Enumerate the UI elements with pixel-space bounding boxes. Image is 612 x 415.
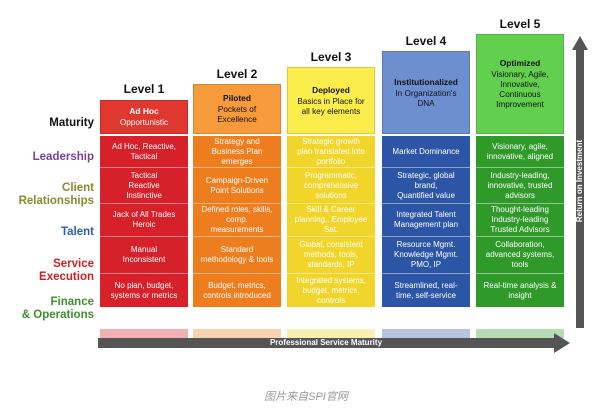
level-3-cell-5: Integrated systems, budget, metrics, con… — [287, 273, 375, 307]
cell-text: Ad Hoc, Reactive, Tactical — [111, 141, 177, 161]
level-3-cells: Strategic growth plan translated into po… — [287, 136, 375, 307]
cell-text: Thought-leading Industry-leading Trusted… — [490, 205, 550, 234]
level-1-cell-4: Manual Inconsistent — [100, 236, 188, 273]
level-5-cell-1: Visionary, agile, innovative, aligned — [476, 136, 564, 167]
level-1-title: Level 1 — [123, 82, 165, 96]
level-5-cell-3: Thought-leading Industry-leading Trusted… — [476, 203, 564, 236]
cell-text: Integrated Talent Management plan — [393, 210, 459, 229]
level-header-title: Optimized — [499, 58, 541, 68]
cell-text: Streamlined, real- time, self-service — [394, 280, 458, 300]
cell-text: Standard methodology & tools — [200, 245, 274, 264]
level-3-cell-1: Strategic growth plan translated into po… — [287, 136, 375, 167]
row-label-talent: Talent — [60, 226, 94, 238]
cell-text: Real-time analysis & insight — [483, 280, 557, 300]
cell-text: Resource Mgmt. Knowledge Mgmt. PMO, IP — [393, 240, 459, 269]
level-header-subtitle: Pockets of Excellence — [217, 105, 257, 124]
cell-text: Manual Inconsistent — [122, 245, 166, 264]
x-axis-label: Professional Service Maturity — [269, 338, 383, 347]
level-4-cell-4: Resource Mgmt. Knowledge Mgmt. PMO, IP — [382, 236, 470, 273]
row-label-leadership: Leadership — [32, 151, 94, 163]
level-4-cell-1: Market Dominance — [382, 136, 470, 167]
level-header-subtitle: Visionary, Agile, Innovative, Continuous… — [491, 70, 549, 109]
level-2-cell-2: Campaign-Driven Point Solutions — [193, 167, 281, 203]
level-5-cell-5: Real-time analysis & insight — [476, 273, 564, 307]
level-header-subtitle: Opportunistic — [119, 118, 169, 127]
level-3-title: Level 3 — [310, 50, 352, 64]
cell-text: Strategic growth plan translated into po… — [297, 136, 365, 166]
level-1-cell-5: No plan, budget, systems or metrics — [100, 273, 188, 307]
cell-text: Global, consistent methods, tools, stand… — [299, 240, 363, 269]
level-header-title: Piloted — [223, 93, 251, 103]
level-header-title: Ad Hoc — [129, 106, 159, 116]
level-4-title: Level 4 — [405, 34, 447, 48]
y-axis-arrow — [572, 36, 588, 328]
cell-text: Strategic, global brand, Quantified valu… — [397, 170, 455, 200]
cell-text: Market Dominance — [392, 146, 460, 156]
cell-text: Defined roles, skills, comp. measurement… — [201, 205, 273, 234]
image-caption: 图片来自SPI官网 — [264, 391, 348, 403]
cell-text: Budget, metrics, controls introduced — [203, 280, 271, 300]
level-5-cell-2: Industry-leading, innovative, trusted ad… — [476, 167, 564, 203]
level-1-cell-3: Jack of All Trades Heroic — [100, 203, 188, 236]
cell-text: Programmatic, comprehensive solutions — [303, 170, 359, 200]
cell-text: Visionary, agile, innovative, aligned — [486, 141, 554, 161]
level-header-subtitle: Basics in Place for all key elements — [297, 96, 365, 116]
level-2-title: Level 2 — [216, 67, 258, 81]
level-5-cell-4: Collaboration, advanced systems, tools — [476, 236, 564, 273]
level-3-cell-4: Global, consistent methods, tools, stand… — [287, 236, 375, 273]
level-1-cell-2: Tactical Reactive Instinctive — [100, 167, 188, 203]
level-5-title: Level 5 — [499, 17, 541, 31]
x-axis-arrow — [98, 333, 570, 353]
level-2-base — [193, 329, 281, 338]
row-label-maturity: Maturity — [49, 117, 94, 129]
level-2-cell-3: Defined roles, skills, comp. measurement… — [193, 203, 281, 236]
level-4-cell-3: Integrated Talent Management plan — [382, 203, 470, 236]
level-header-title: Institutionalized — [394, 76, 458, 87]
level-2-cell-4: Standard methodology & tools — [193, 236, 281, 273]
cell-text: Collaboration, advanced systems, tools — [485, 240, 555, 269]
level-header-title: Deployed — [312, 84, 350, 95]
cell-text: Tactical Reactive Instinctive — [126, 170, 162, 200]
level-2-cell-1: Strategy and Business Plan emerges — [193, 136, 281, 167]
level-4-cell-2: Strategic, global brand, Quantified valu… — [382, 167, 470, 203]
level-3-cell-2: Programmatic, comprehensive solutions — [287, 167, 375, 203]
level-3-cell-3: Skill & Career planning,, Employee Sat. — [287, 203, 375, 236]
level-4-base — [382, 329, 470, 338]
cell-text: Skill & Career planning,, Employee Sat. — [294, 205, 368, 234]
level-4-cell-5: Streamlined, real- time, self-service — [382, 273, 470, 307]
cell-text: No plan, budget, systems or metrics — [110, 280, 178, 300]
cell-text: Strategy and Business Plan emerges — [211, 136, 263, 166]
cell-text: Industry-leading, innovative, trusted ad… — [487, 170, 553, 200]
level-2-cell-5: Budget, metrics, controls introduced — [193, 273, 281, 307]
level-5-base — [476, 329, 564, 338]
row-label-service-execution: Service Execution — [39, 258, 94, 283]
cell-text: Jack of All Trades Heroic — [112, 210, 176, 229]
cell-text: Integrated systems, budget, metrics, con… — [296, 275, 366, 305]
cell-text: Campaign-Driven Point Solutions — [205, 175, 269, 195]
y-axis-label: Return on Investment — [575, 139, 584, 223]
level-3-base — [287, 329, 375, 338]
row-label-client-relationships: Client Relationships — [18, 182, 94, 207]
level-1-base — [100, 329, 188, 338]
level-header-subtitle: In Organization's DNA — [395, 88, 457, 108]
row-label-finance-operations: Finance & Operations — [21, 296, 94, 321]
level-1-cell-1: Ad Hoc, Reactive, Tactical — [100, 136, 188, 167]
